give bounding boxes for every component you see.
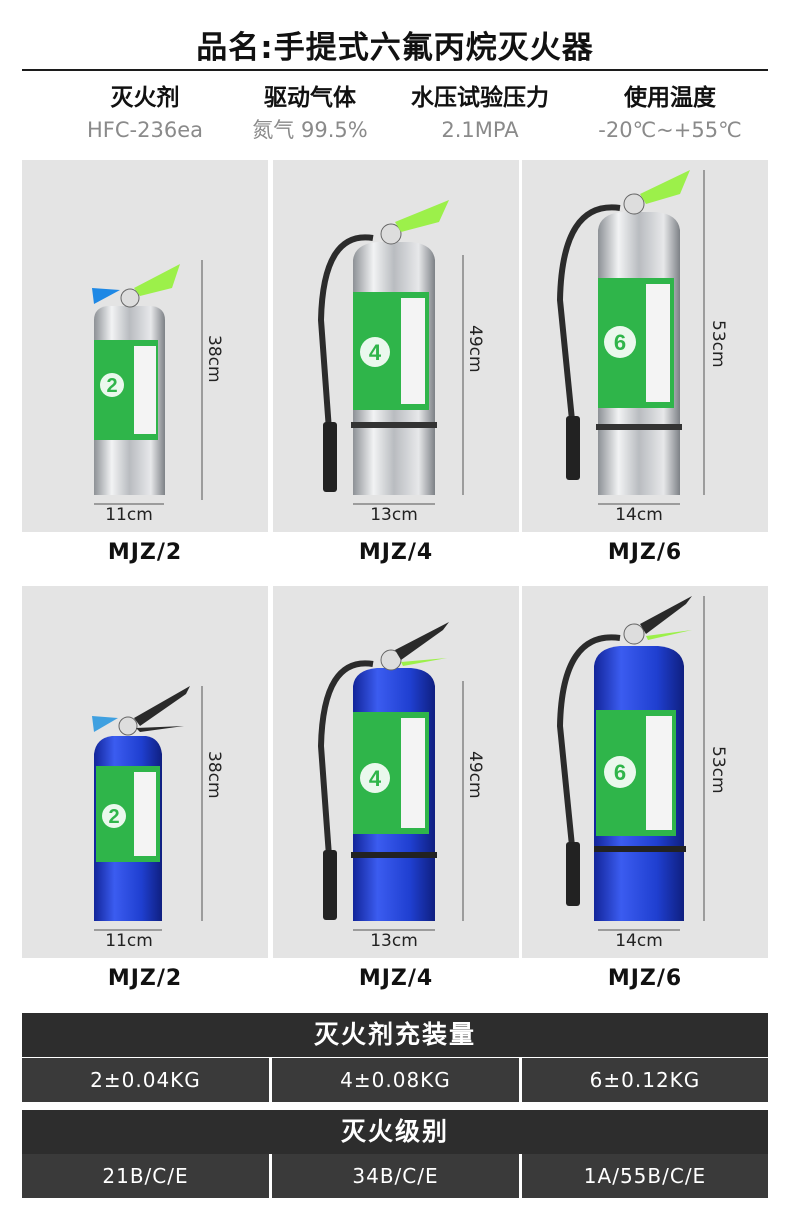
width-dimension: 14cm	[615, 931, 663, 951]
spec-temperature: 使用温度 -20℃~+55℃	[575, 84, 765, 146]
height-dimension: 53cm	[708, 746, 728, 794]
model-label: MJZ/6	[607, 966, 683, 991]
product-panel-blue-4kg: 4 49cm 13cm	[273, 586, 519, 958]
table-cell: 21B/C/E	[22, 1154, 269, 1198]
model-label: MJZ/2	[107, 540, 183, 565]
title-divider	[22, 69, 768, 71]
extinguisher-steel-2kg-image: 2	[92, 260, 203, 505]
height-dimension: 49cm	[465, 325, 485, 373]
model-label: MJZ/2	[107, 966, 183, 991]
spec-label: 灭火剂	[110, 85, 180, 111]
svg-text:4: 4	[369, 340, 382, 365]
width-dimension: 13cm	[370, 931, 418, 951]
product-title: 品名:手提式六氟丙烷灭火器	[196, 30, 594, 66]
spec-test-pressure: 水压试验压力 2.1MPA	[385, 84, 575, 146]
product-panel-blue-6kg: 6 53cm 14cm	[522, 586, 768, 958]
table-cell: 6±0.12KG	[522, 1058, 768, 1102]
spec-agent: 灭火剂 HFC-236ea	[50, 84, 240, 146]
extinguisher-blue-4kg-image: 4	[317, 622, 464, 931]
fire-rating-heading: 灭火级别	[22, 1110, 768, 1154]
product-panel-blue-2kg: 2 38cm 11cm	[22, 586, 268, 958]
width-dimension: 11cm	[105, 505, 153, 525]
product-panel-steel-6kg: 6 53cm 14cm	[522, 160, 768, 532]
extinguisher-steel-4kg-image: 4	[317, 200, 464, 505]
height-dimension: 53cm	[708, 320, 728, 368]
table-cell: 2±0.04KG	[22, 1058, 269, 1102]
product-panel-steel-4kg: 4 49cm 13cm	[273, 160, 519, 532]
extinguisher-steel-6kg-image: 6	[556, 170, 705, 505]
spec-label: 驱动气体	[264, 85, 356, 111]
spec-driving-gas: 驱动气体 氮气 99.5%	[215, 84, 405, 146]
table-cell: 1A/55B/C/E	[522, 1154, 768, 1198]
model-label: MJZ/4	[358, 540, 434, 565]
fire-rating-row: 21B/C/E 34B/C/E 1A/55B/C/E	[22, 1154, 768, 1198]
product-panel-steel-2kg: 2 38cm 11cm	[22, 160, 268, 532]
spec-label: 水压试验压力	[411, 85, 549, 111]
spec-value: HFC-236ea	[87, 118, 203, 142]
height-dimension: 49cm	[465, 751, 485, 799]
svg-text:6: 6	[614, 760, 626, 785]
model-label: MJZ/4	[358, 966, 434, 991]
svg-text:4: 4	[369, 766, 382, 791]
model-label: MJZ/6	[607, 540, 683, 565]
height-dimension: 38cm	[204, 335, 224, 383]
spec-value: 氮气 99.5%	[252, 118, 368, 142]
spec-label: 使用温度	[624, 85, 716, 111]
svg-text:2: 2	[106, 375, 117, 397]
table-cell: 34B/C/E	[272, 1154, 519, 1198]
height-dimension: 38cm	[204, 751, 224, 799]
fill-amount-heading: 灭火剂充装量	[22, 1013, 768, 1057]
extinguisher-blue-6kg-image: 6	[556, 596, 705, 931]
spec-value: -20℃~+55℃	[598, 118, 742, 142]
width-dimension: 13cm	[370, 505, 418, 525]
svg-text:2: 2	[108, 806, 119, 828]
spec-value: 2.1MPA	[441, 118, 519, 142]
fill-amount-row: 2±0.04KG 4±0.08KG 6±0.12KG	[22, 1058, 768, 1102]
svg-text:6: 6	[614, 330, 626, 355]
width-dimension: 14cm	[615, 505, 663, 525]
width-dimension: 11cm	[105, 931, 153, 951]
extinguisher-blue-2kg-image: 2	[92, 686, 203, 931]
table-cell: 4±0.08KG	[272, 1058, 519, 1102]
